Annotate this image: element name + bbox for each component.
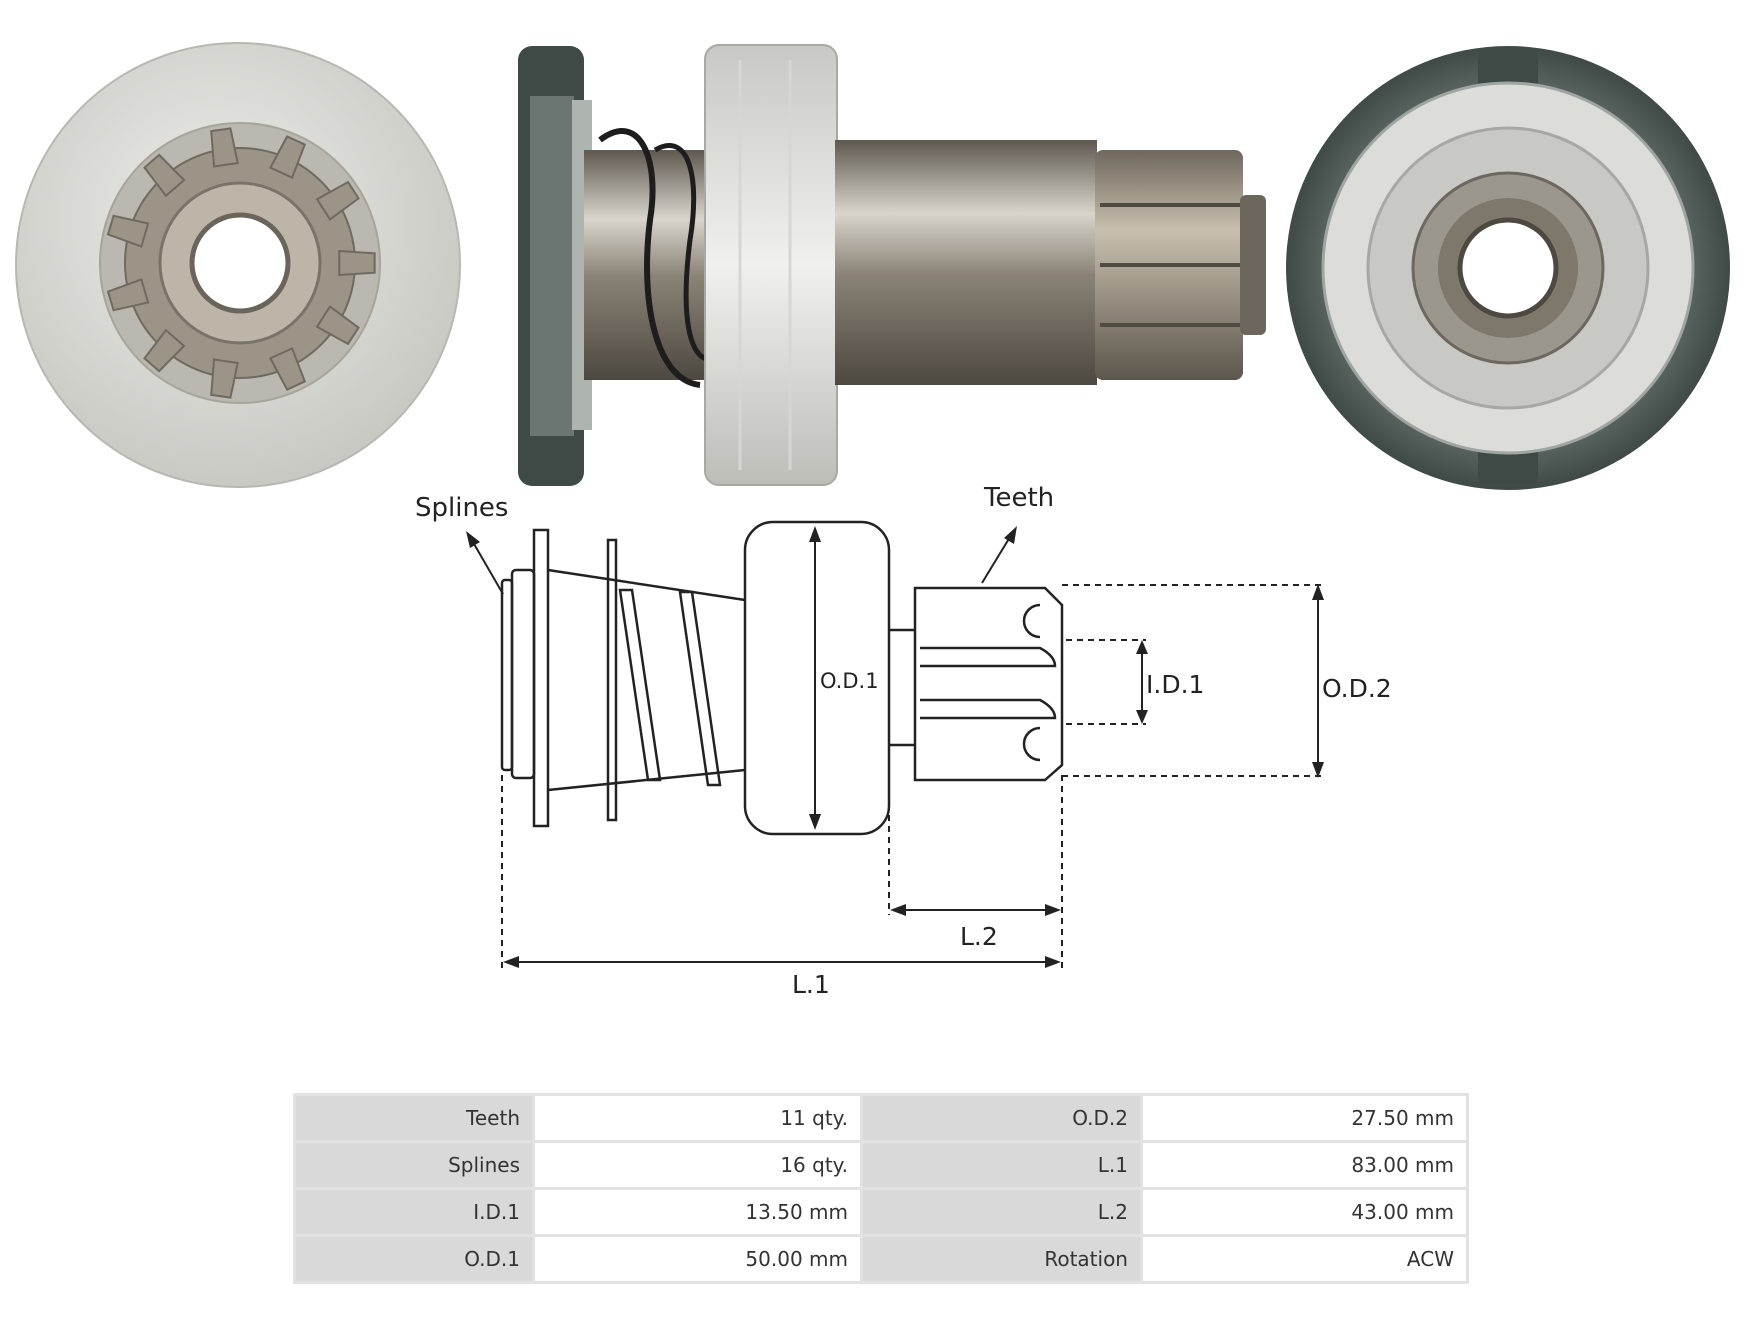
- table-row: Splines 16 qty. L.1 83.00 mm: [296, 1143, 1466, 1187]
- splines-label: Splines: [415, 493, 508, 523]
- table-row: Teeth 11 qty. O.D.2 27.50 mm: [296, 1096, 1466, 1140]
- spec-key: L.2: [863, 1190, 1140, 1234]
- spec-key: O.D.1: [296, 1237, 532, 1281]
- front-view-photo: [15, 42, 461, 488]
- spec-key: Splines: [296, 1143, 532, 1187]
- spec-value: 16 qty.: [535, 1143, 860, 1187]
- gear-tooth: [315, 305, 360, 346]
- spec-value: 27.50 mm: [1143, 1096, 1466, 1140]
- table-row: O.D.1 50.00 mm Rotation ACW: [296, 1237, 1466, 1281]
- gear-tooth: [338, 249, 376, 277]
- id1-label: I.D.1: [1146, 670, 1204, 699]
- spec-value: 43.00 mm: [1143, 1190, 1466, 1234]
- spec-table: Teeth 11 qty. O.D.2 27.50 mm Splines 16 …: [293, 1093, 1469, 1284]
- spec-key: Rotation: [863, 1237, 1140, 1281]
- l2-label: L.2: [960, 922, 998, 951]
- gear-tooth: [106, 278, 150, 312]
- od1-label: O.D.1: [820, 669, 879, 693]
- table-row: I.D.1 13.50 mm L.2 43.00 mm: [296, 1190, 1466, 1234]
- spec-key: I.D.1: [296, 1190, 532, 1234]
- technical-drawing: Splines Teeth O.D.1 I.D.1 O.D.2 L.2 L.1: [415, 483, 1392, 999]
- dimension-lines: [469, 530, 1322, 968]
- gear-tooth: [210, 358, 239, 399]
- gear-tooth: [268, 346, 307, 391]
- gear-tooth: [210, 127, 239, 168]
- spec-value: 50.00 mm: [535, 1237, 860, 1281]
- gear-tooth: [143, 153, 186, 198]
- teeth-label: Teeth: [983, 483, 1054, 513]
- spec-value: 11 qty.: [535, 1096, 860, 1140]
- od2-label: O.D.2: [1322, 674, 1392, 703]
- product-photos: [15, 42, 1730, 490]
- gear-tooth: [268, 135, 307, 180]
- spec-value: ACW: [1143, 1237, 1466, 1281]
- spec-key: Teeth: [296, 1096, 532, 1140]
- drive-outline: [500, 520, 1064, 836]
- rear-view-photo: [1286, 46, 1730, 490]
- l1-label: L.1: [792, 970, 830, 999]
- arrowheads: [466, 526, 1324, 968]
- gear-tooth: [106, 214, 150, 248]
- spec-key: O.D.2: [863, 1096, 1140, 1140]
- side-view-photo: [518, 44, 1266, 486]
- gear-tooth: [143, 328, 186, 373]
- spec-value: 83.00 mm: [1143, 1143, 1466, 1187]
- gear-tooth: [315, 180, 360, 221]
- spec-value: 13.50 mm: [535, 1190, 860, 1234]
- spec-key: L.1: [863, 1143, 1140, 1187]
